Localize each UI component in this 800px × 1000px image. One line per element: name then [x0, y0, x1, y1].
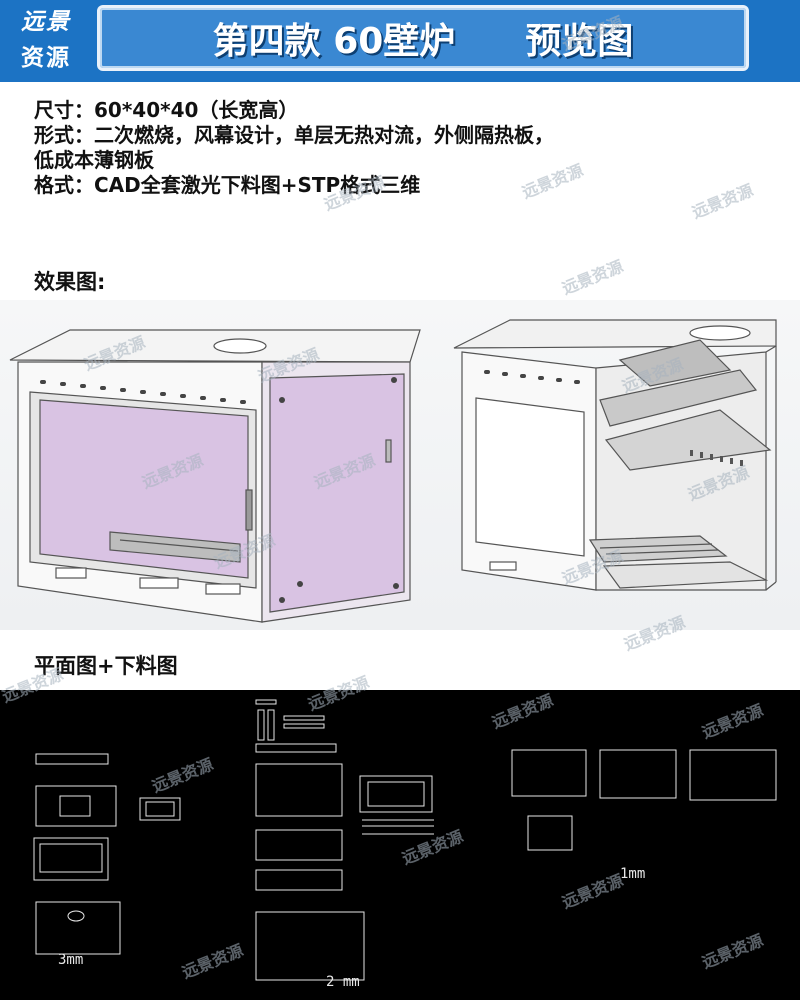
cad-group-2mm	[255, 699, 365, 981]
thickness-label-2mm: 2 mm	[326, 974, 360, 990]
cad-group-small-frames	[359, 775, 434, 835]
brand-line-1: 远景	[21, 8, 71, 35]
thickness-label-3mm: 3mm	[58, 952, 84, 968]
spec-size: 尺寸：60*40*40（长宽高）	[34, 98, 299, 122]
header-banner: 远景 资源 第四款 60壁炉 预览图	[0, 0, 800, 82]
page-subtitle: 预览图	[525, 21, 634, 62]
brand-logo: 远景 资源	[6, 4, 86, 78]
cad-group-1mm	[511, 749, 777, 851]
spec-format: 格式：CAD全套激光下料图+STP格式三维	[34, 173, 421, 197]
cad-drawing-panel: 3mm 2 mm 1mm	[0, 690, 800, 1000]
thickness-label-1mm: 1mm	[620, 866, 646, 882]
spec-form-line-2: 低成本薄钢板	[34, 148, 154, 172]
title-bar: 第四款 60壁炉 预览图	[100, 8, 746, 68]
fireplace-render-front	[9, 329, 421, 623]
page-title: 第四款 60壁炉	[212, 21, 456, 62]
watermark-logo: 远景资源	[559, 246, 630, 306]
fireplace-render-cutaway	[453, 319, 777, 591]
spec-form-line-1: 形式：二次燃烧，风幕设计，单层无热对流，外侧隔热板，	[34, 123, 554, 147]
watermark-text: 远景资源	[559, 256, 626, 299]
cad-part-outlines	[33, 699, 777, 981]
spec-list: 尺寸：60*40*40（长宽高） 形式：二次燃烧，风幕设计，单层无热对流，外侧隔…	[34, 98, 774, 198]
render-area	[0, 300, 800, 630]
render-illustrations	[9, 319, 777, 623]
render-section-heading: 效果图:	[34, 270, 106, 294]
cad-group-3mm	[33, 753, 181, 955]
cad-section-heading: 平面图+下料图	[34, 654, 178, 678]
brand-line-2: 资源	[21, 45, 71, 71]
